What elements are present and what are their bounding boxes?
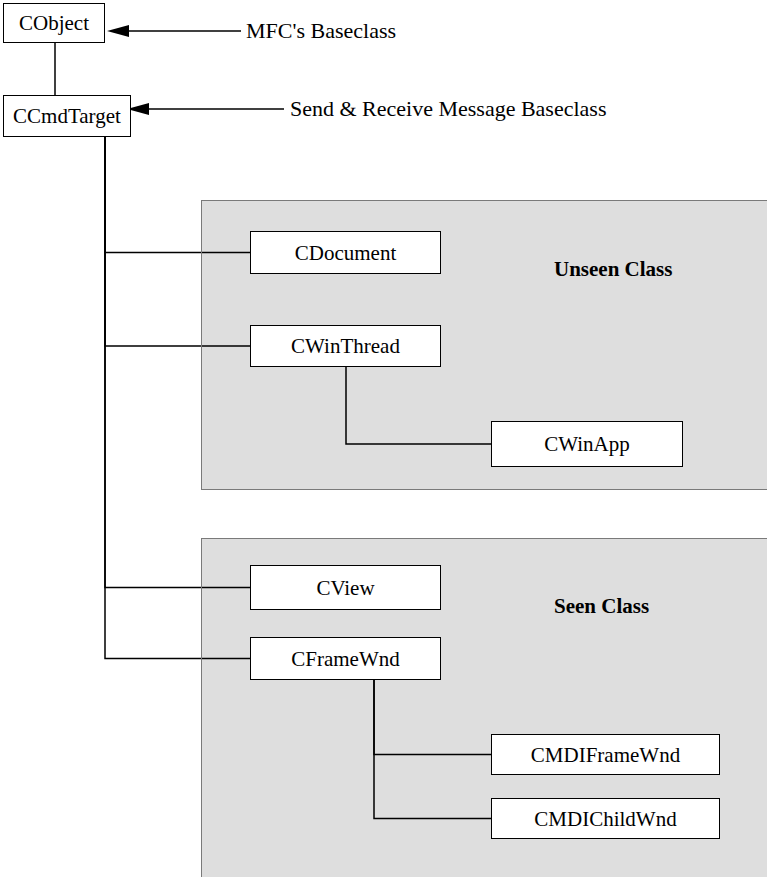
- inheritance-line: [374, 680, 491, 819]
- class-box: CFrameWnd: [250, 637, 441, 680]
- callout-line: [127, 30, 241, 32]
- class-group-band: Unseen Class CDocumentCWinThreadCWinApp: [201, 200, 767, 490]
- class-box: CCmdTarget: [3, 95, 131, 137]
- band-fill: [201, 538, 767, 877]
- class-name: CWinThread: [291, 333, 400, 359]
- class-box: CMDIFrameWnd: [491, 734, 720, 775]
- inheritance-line: [54, 43, 56, 95]
- callout-arrowhead: [107, 25, 129, 37]
- class-name: CWinApp: [544, 431, 630, 457]
- class-group-band: Seen Class CViewCFrameWndCMDIFrameWndCMDI…: [201, 538, 767, 877]
- class-box: CMDIChildWnd: [491, 798, 720, 839]
- callout-label: MFC's Baseclass: [246, 18, 396, 44]
- class-name: CMDIFrameWnd: [531, 742, 680, 768]
- group-heading: Seen Class: [554, 593, 649, 619]
- class-box: CWinThread: [250, 325, 441, 367]
- inheritance-line: [346, 367, 491, 444]
- class-name: CView: [316, 575, 374, 601]
- callout-line: [148, 108, 284, 110]
- inheritance-line: [105, 137, 250, 253]
- inheritance-line: [105, 137, 250, 659]
- class-name: CCmdTarget: [13, 103, 121, 129]
- class-box: CDocument: [250, 231, 441, 274]
- class-name: CDocument: [295, 240, 396, 266]
- class-name: CMDIChildWnd: [534, 806, 676, 832]
- class-box: CWinApp: [491, 421, 683, 467]
- group-heading: Unseen Class: [554, 256, 672, 282]
- inheritance-line: [105, 137, 250, 588]
- class-box: CView: [250, 565, 441, 610]
- class-name: CObject: [19, 10, 89, 36]
- callout-label: Send & Receive Message Baseclass: [290, 96, 606, 122]
- class-name: CFrameWnd: [291, 646, 399, 672]
- inheritance-line: [374, 680, 491, 755]
- inheritance-line: [105, 137, 250, 346]
- class-box: CObject: [3, 3, 105, 43]
- band-fill: [201, 200, 767, 490]
